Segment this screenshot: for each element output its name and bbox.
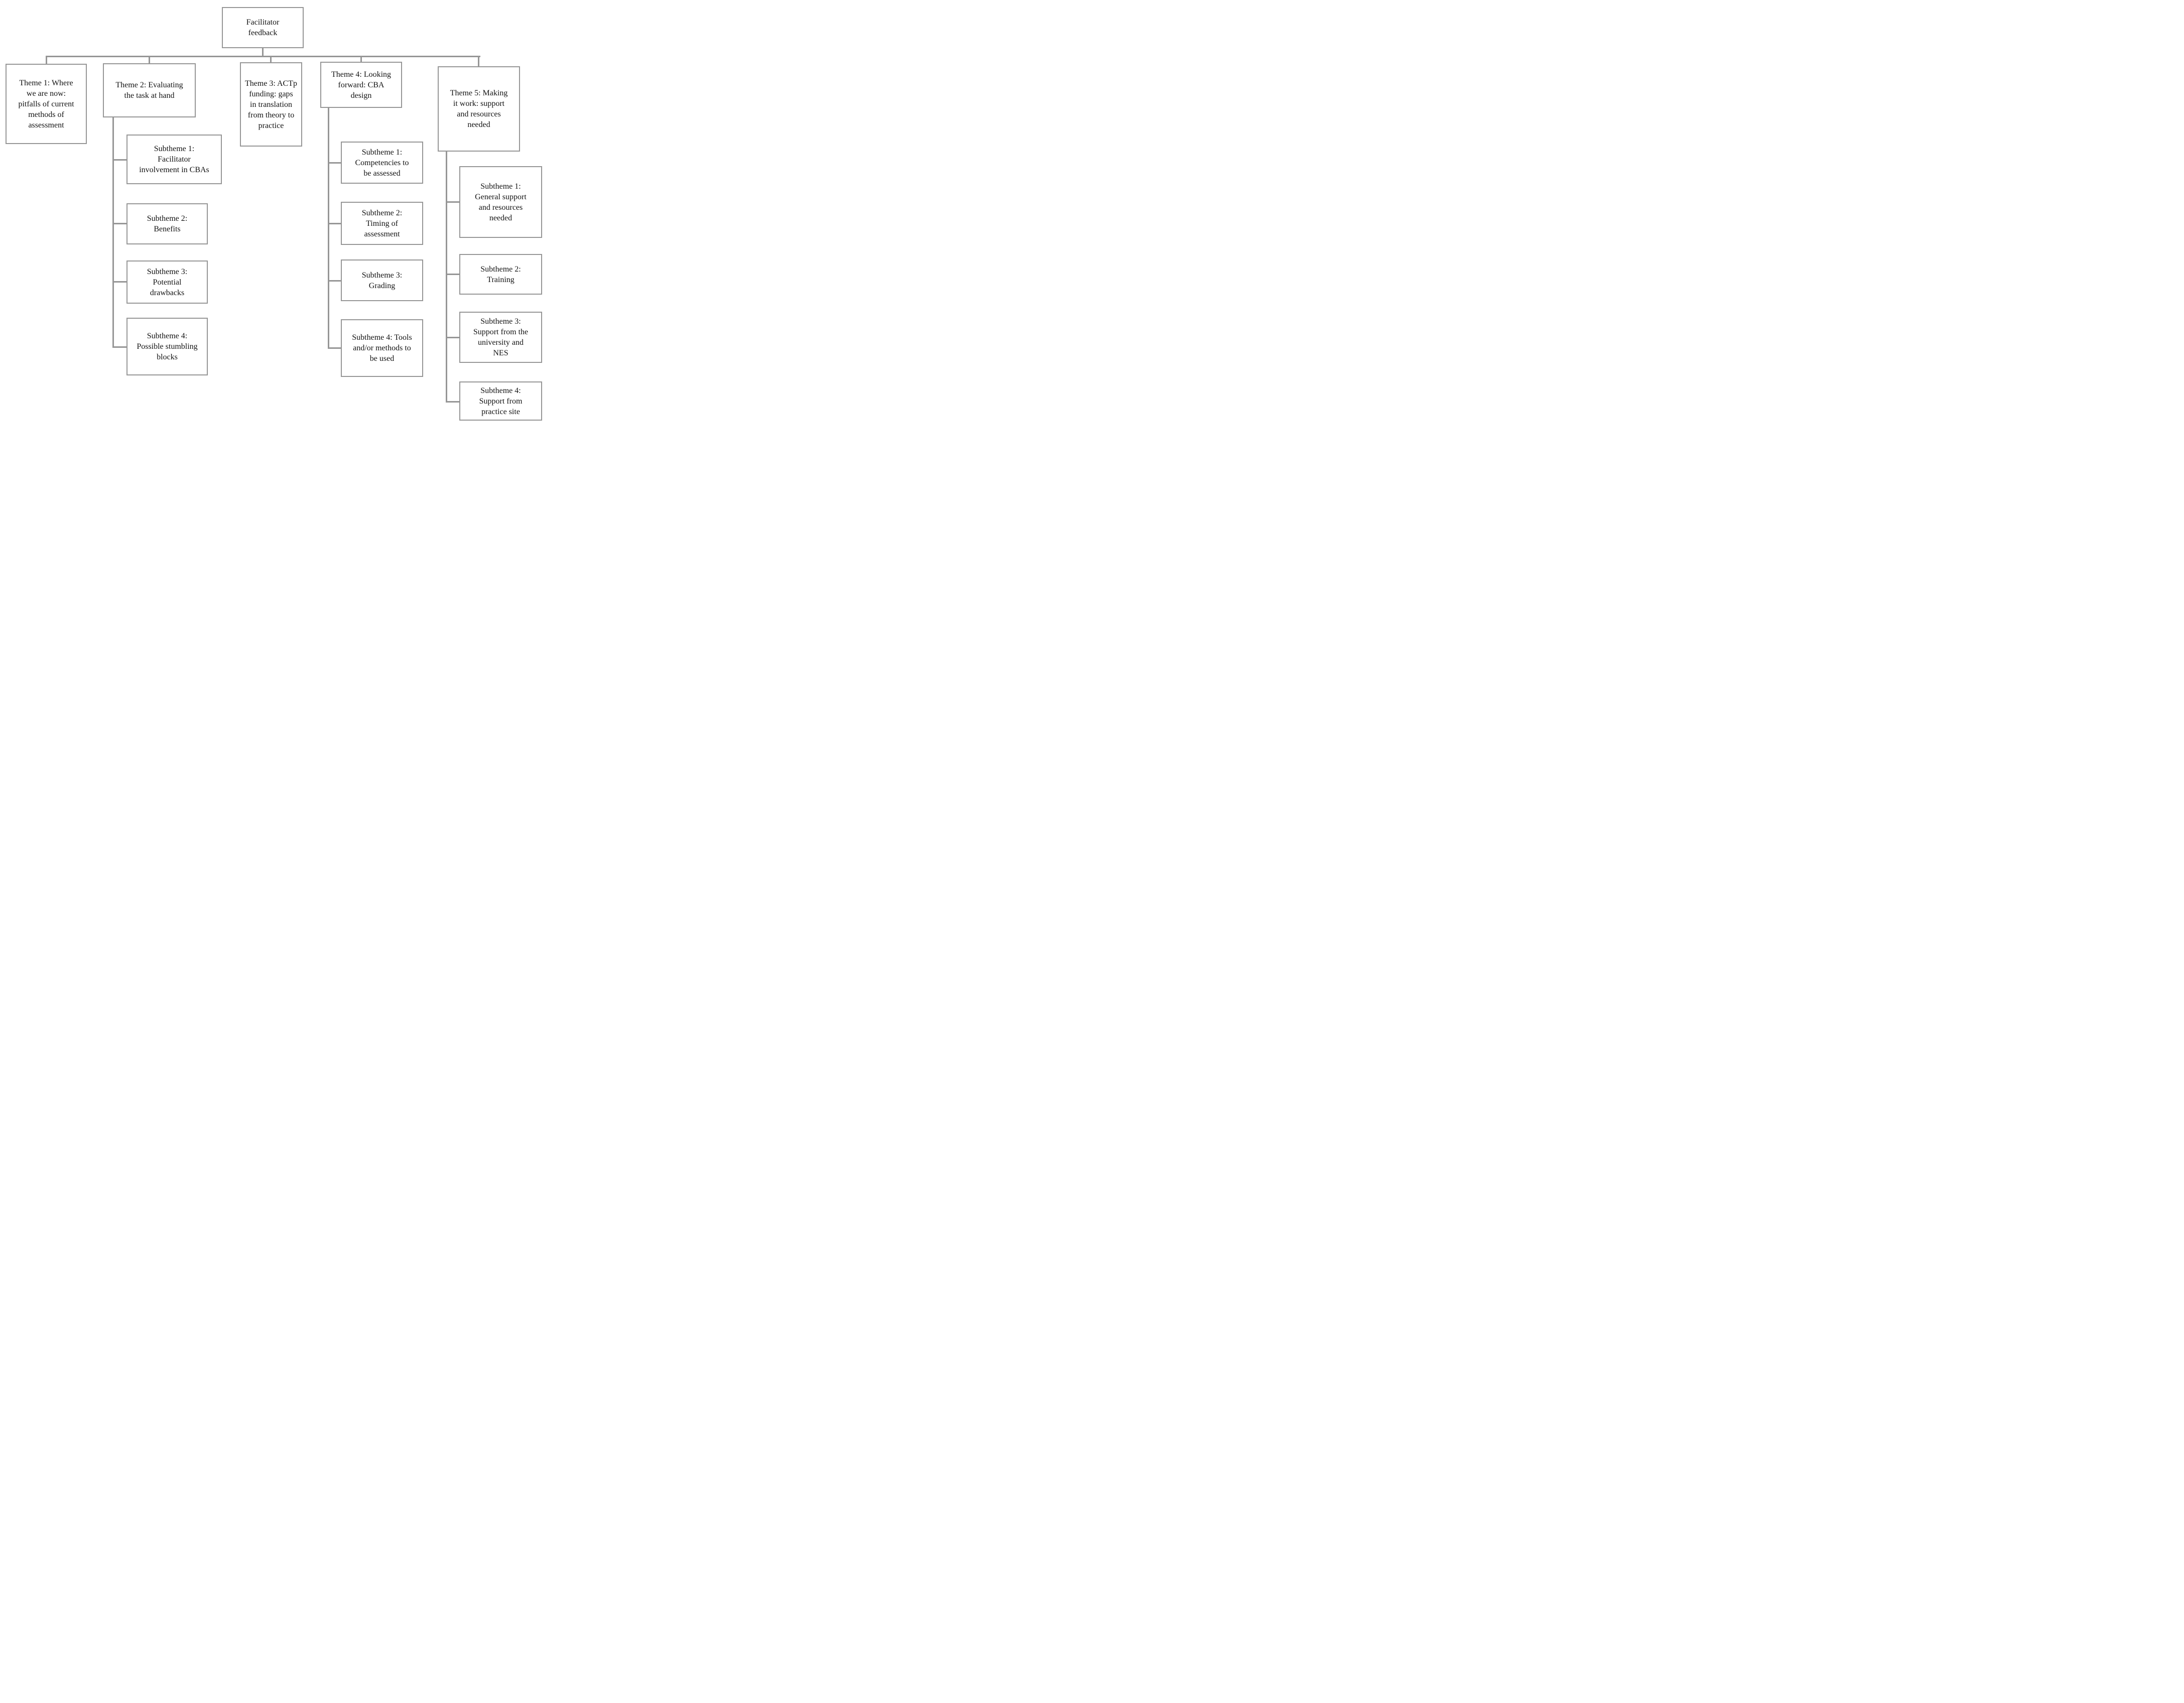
theme-5-node: Theme 5: Making it work: support and res…	[438, 66, 520, 152]
connector-theme-5-drop	[478, 57, 479, 66]
theme-5-subtheme-4-stub	[446, 401, 459, 403]
theme-4-node: Theme 4: Looking forward: CBA design	[320, 62, 402, 108]
theme-2-subtheme-4-stub	[112, 346, 126, 348]
theme-2-subtheme-2-stub	[112, 223, 126, 224]
theme-4-subtheme-2-node: Subtheme 2: Timing of assessment	[341, 202, 423, 245]
theme-4-subtheme-3-node: Subtheme 3: Grading	[341, 259, 423, 301]
theme-4-subtheme-1-node: Subtheme 1: Competencies to be assessed	[341, 142, 423, 184]
theme-3-node: Theme 3: ACTp funding: gaps in translati…	[240, 62, 302, 147]
connector-theme-2-drop	[149, 57, 150, 63]
connector-theme-1-drop	[46, 57, 47, 64]
theme-2-rail	[112, 117, 114, 348]
theme-2-subtheme-4-node: Subtheme 4: Possible stumbling blocks	[126, 318, 208, 375]
theme-2-subtheme-2-node: Subtheme 2: Benefits	[126, 203, 208, 244]
theme-5-subtheme-2-node: Subtheme 2: Training	[459, 254, 542, 295]
theme-4-subtheme-1-stub	[328, 162, 341, 164]
theme-2-subtheme-3-node: Subtheme 3: Potential drawbacks	[126, 260, 208, 304]
connector-trunk	[46, 56, 480, 57]
connector-theme-3-drop	[270, 57, 272, 62]
root-node: Facilitator feedback	[222, 7, 304, 48]
theme-4-rail	[328, 108, 329, 349]
facilitator-feedback-tree-diagram: Facilitator feedback Theme 1: Where we a…	[0, 0, 546, 426]
theme-5-subtheme-1-node: Subtheme 1: General support and resource…	[459, 166, 542, 238]
theme-2-subtheme-1-stub	[112, 159, 126, 161]
theme-5-subtheme-3-node: Subtheme 3: Support from the university …	[459, 312, 542, 363]
theme-1-node: Theme 1: Where we are now: pitfalls of c…	[6, 64, 87, 144]
theme-4-subtheme-2-stub	[328, 223, 341, 224]
theme-2-node: Theme 2: Evaluating the task at hand	[103, 63, 196, 117]
theme-4-subtheme-4-stub	[328, 347, 341, 349]
theme-5-subtheme-1-stub	[446, 201, 459, 203]
connector-root-drop	[262, 48, 264, 56]
theme-5-rail	[446, 152, 447, 403]
connector-theme-4-drop	[360, 57, 362, 62]
theme-2-subtheme-1-node: Subtheme 1: Facilitator involvement in C…	[126, 135, 222, 184]
theme-4-subtheme-3-stub	[328, 280, 341, 282]
theme-5-subtheme-4-node: Subtheme 4: Support from practice site	[459, 381, 542, 421]
theme-5-subtheme-3-stub	[446, 337, 459, 338]
theme-2-subtheme-3-stub	[112, 281, 126, 283]
theme-4-subtheme-4-node: Subtheme 4: Tools and/or methods to be u…	[341, 319, 423, 377]
theme-5-subtheme-2-stub	[446, 274, 459, 275]
